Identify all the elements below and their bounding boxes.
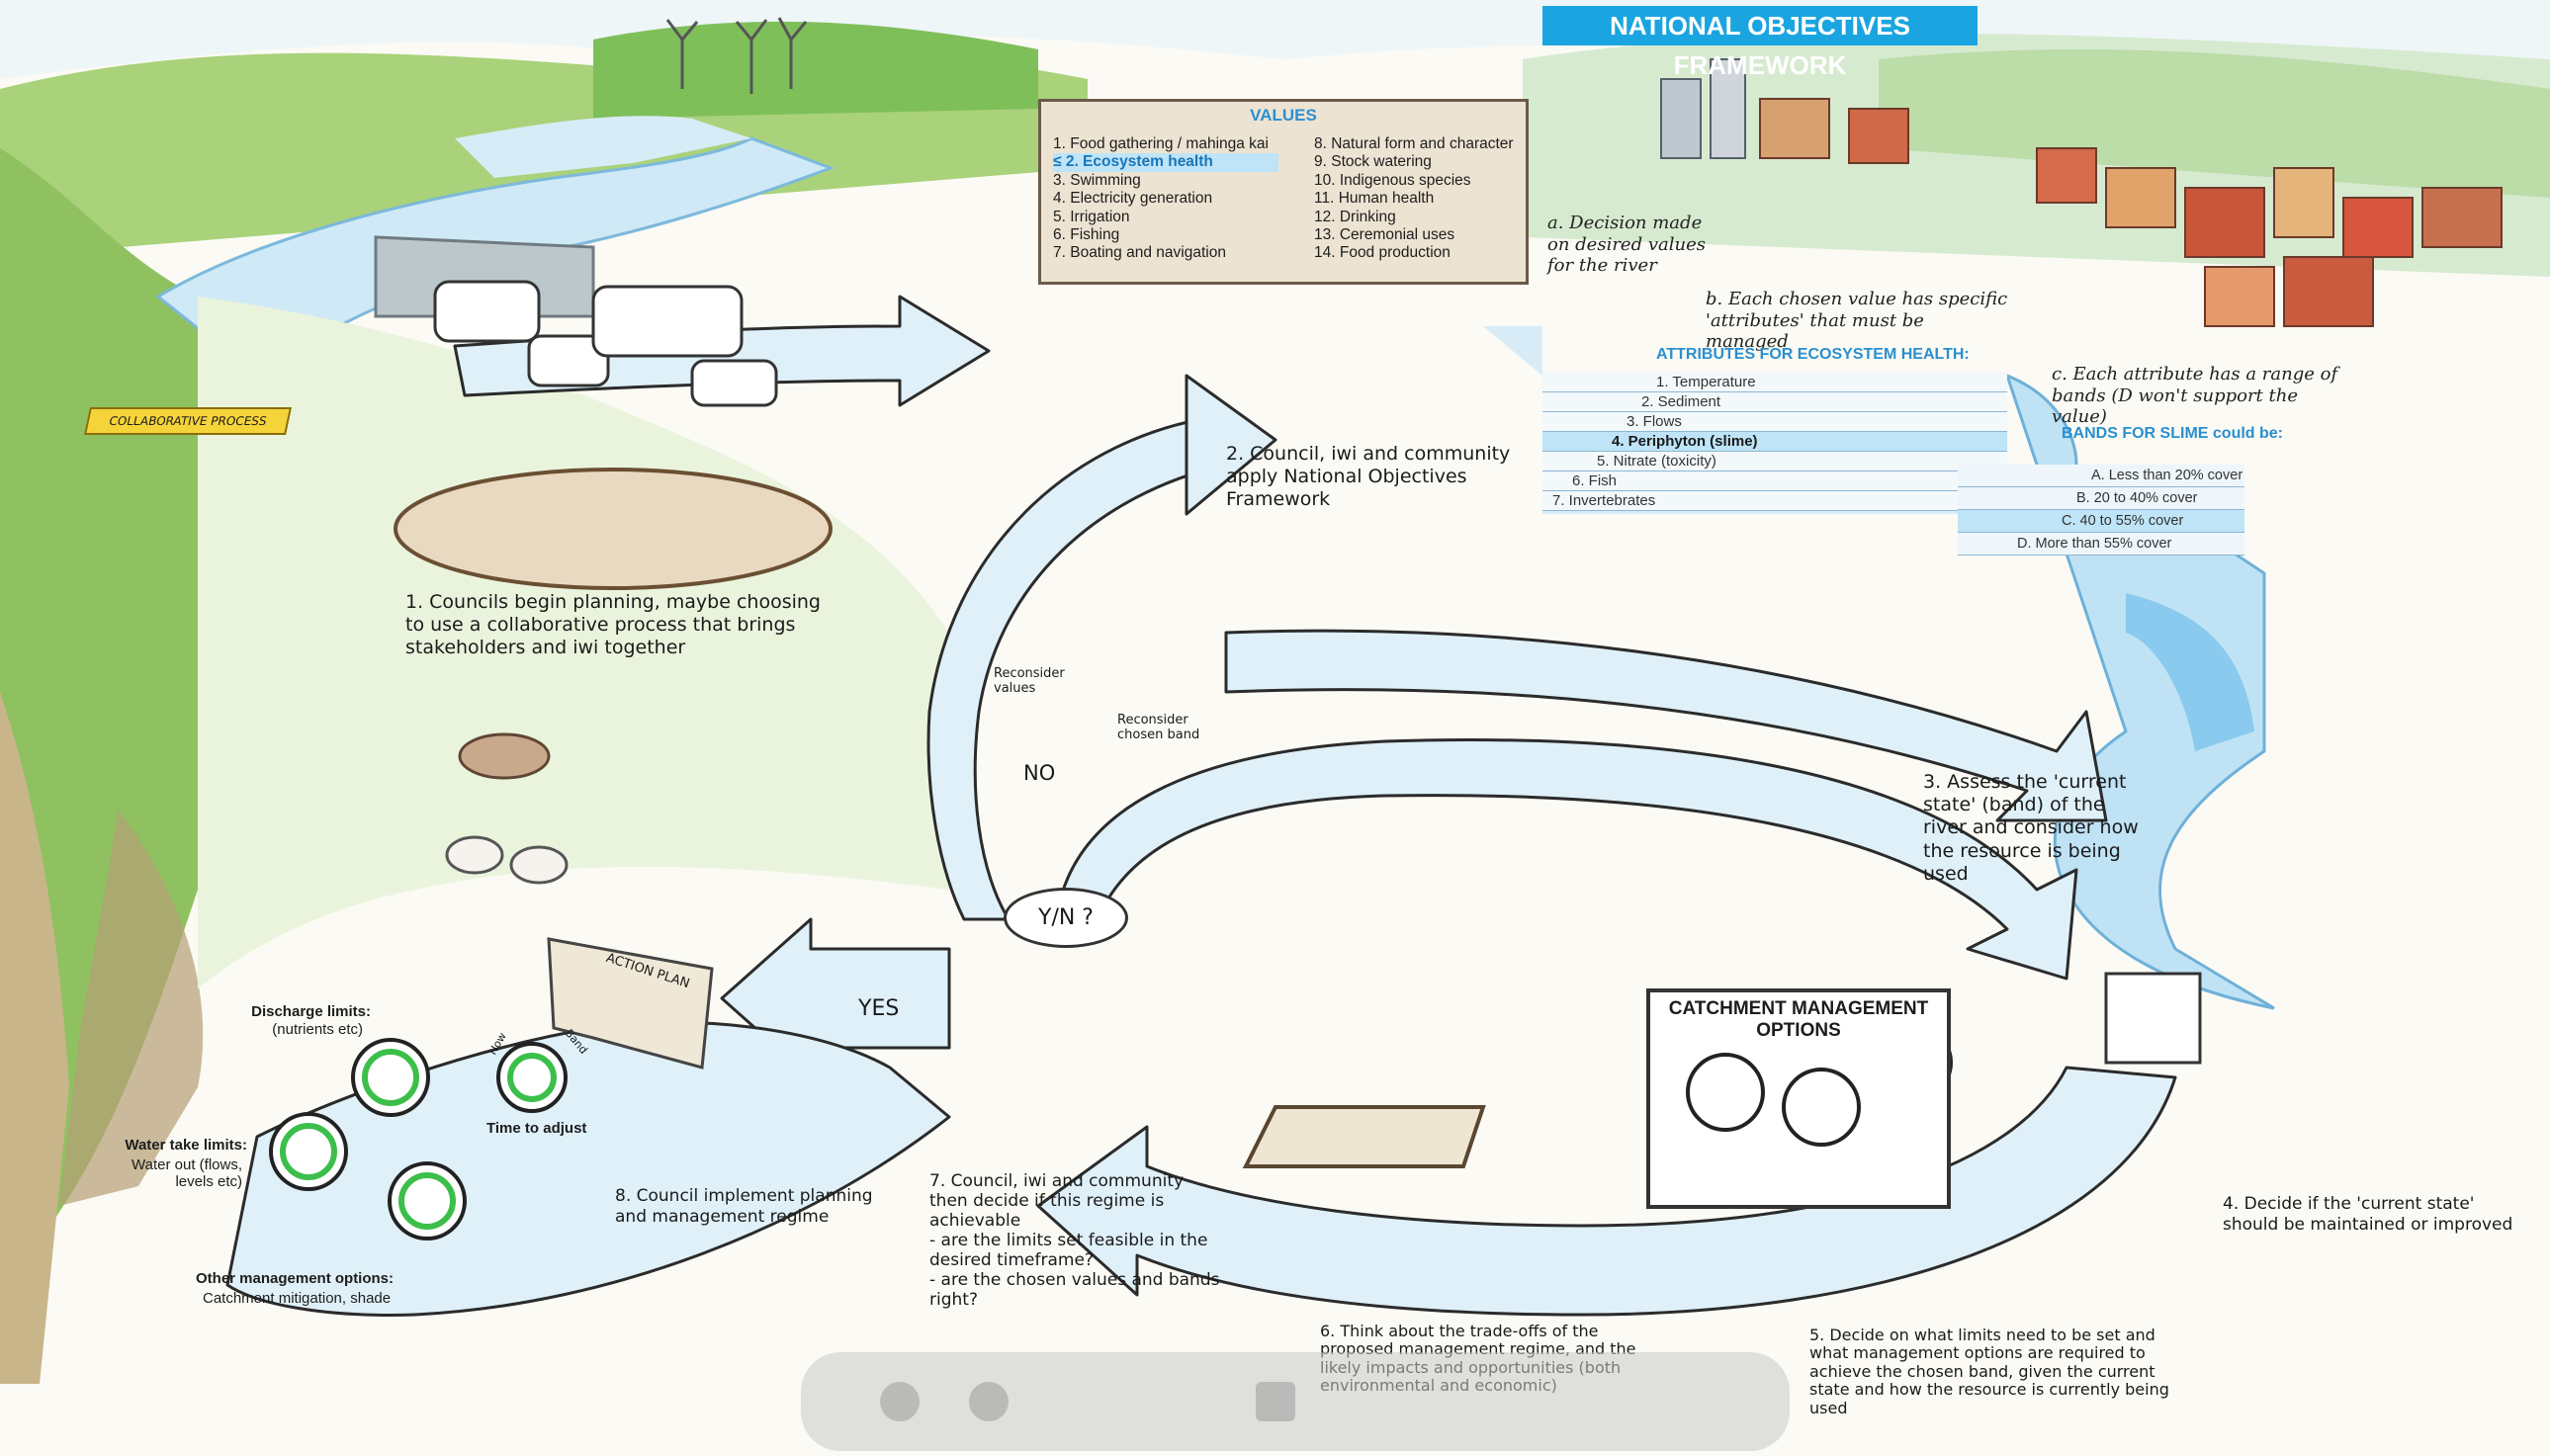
value-item: 10. Indigenous species xyxy=(1314,171,1471,189)
value-item: 5. Irrigation xyxy=(1053,208,1130,225)
value-item: 12. Drinking xyxy=(1314,208,1396,225)
reconsider-band-label: Reconsider chosen band xyxy=(1117,713,1200,742)
value-marker: ≤ xyxy=(1053,153,1062,171)
attribute-row: 3. Flows xyxy=(1542,412,2007,432)
values-list-right: 8. Natural form and character 9. Stock w… xyxy=(1314,135,1517,263)
value-item: 1. Food gathering / mahinga kai xyxy=(1053,135,1269,152)
yes-label: YES xyxy=(858,996,900,1021)
step-5: 5. Decide on what limits need to be set … xyxy=(1809,1326,2169,1417)
step-2: 2. Council, iwi and community apply Nati… xyxy=(1226,443,1511,511)
attribute-row: 5. Nitrate (toxicity) xyxy=(1542,452,2007,471)
value-item: 9. Stock watering xyxy=(1314,153,1432,171)
value-item: 6. Fishing xyxy=(1053,226,1120,244)
water-take-limits-sub: Water out (flows, levels etc) xyxy=(132,1156,242,1191)
value-item: 4. Electricity generation xyxy=(1053,190,1213,208)
values-list-left: 1. Food gathering / mahinga kai ≤ 2. Eco… xyxy=(1053,135,1278,263)
step-8: 8. Council implement planning and manage… xyxy=(615,1186,873,1227)
step-1: 1. Councils begin planning, maybe choosi… xyxy=(405,591,821,659)
other-options-sub: Catchment mitigation, shade xyxy=(203,1290,392,1307)
attribute-row: 7. Invertebrates xyxy=(1542,491,2007,511)
attributes-list: 1. Temperature 2. Sediment 3. Flows 4. P… xyxy=(1542,373,2007,511)
value-item: 8. Natural form and character xyxy=(1314,135,1514,152)
attribute-row: 2. Sediment xyxy=(1542,392,2007,412)
attributes-title: ATTRIBUTES FOR ECOSYSTEM HEALTH: xyxy=(1656,346,1970,363)
framework-title-banner: NATIONAL OBJECTIVES FRAMEWORK xyxy=(1542,6,1978,80)
other-options-title: Other management options: xyxy=(196,1270,395,1287)
value-item: 7. Boating and navigation xyxy=(1053,244,1226,262)
note-c: c. Each attribute has a range of bands (… xyxy=(2052,364,2338,428)
bands-list: A. Less than 20% cover B. 20 to 40% cove… xyxy=(1958,465,2244,556)
value-item: 11. Human health xyxy=(1314,190,1435,208)
viewer-toolbar xyxy=(801,1352,1790,1451)
collaborative-process-sign: COLLABORATIVE PROCESS xyxy=(84,407,292,435)
no-label: NO xyxy=(1023,761,1056,785)
discharge-limits-sub: (nutrients etc) xyxy=(272,1021,363,1038)
attribute-row-selected: 4. Periphyton (slime) xyxy=(1542,432,2007,452)
note-a: a. Decision made on desired values for t… xyxy=(1547,213,1706,277)
value-item: 14. Food production xyxy=(1314,244,1451,262)
band-row: B. 20 to 40% cover xyxy=(1958,487,2244,510)
step-3: 3. Assess the 'current state' (band) of … xyxy=(1923,771,2139,885)
value-item-selected: ≤ 2. Ecosystem health xyxy=(1053,153,1278,172)
step-7: 7. Council, iwi and community then decid… xyxy=(929,1171,1220,1311)
water-take-limits-title: Water take limits: xyxy=(125,1137,247,1154)
band-row: A. Less than 20% cover xyxy=(1958,465,2244,487)
catchment-options-title: CATCHMENT MANAGEMENT OPTIONS xyxy=(1668,998,1929,1041)
toolbar-button[interactable] xyxy=(880,1382,920,1421)
note-b: b. Each chosen value has specific 'attri… xyxy=(1706,289,2008,353)
toolbar-button[interactable] xyxy=(969,1382,1009,1421)
band-row: D. More than 55% cover xyxy=(1958,533,2244,556)
values-title: VALUES xyxy=(1250,106,1317,125)
bands-title: BANDS FOR SLIME could be: xyxy=(2062,425,2283,442)
values-panel: VALUES 1. Food gathering / mahinga kai ≤… xyxy=(1038,99,1529,285)
value-item: 13. Ceremonial uses xyxy=(1314,226,1455,244)
attribute-row: 6. Fish xyxy=(1542,471,2007,491)
toolbar-button[interactable] xyxy=(1256,1382,1295,1421)
value-item: 3. Swimming xyxy=(1053,171,1141,189)
catchment-dials xyxy=(1686,1053,1861,1147)
time-to-adjust-label: Time to adjust xyxy=(486,1120,587,1137)
value-item-label: 2. Ecosystem health xyxy=(1065,153,1213,171)
band-row-selected: C. 40 to 55% cover xyxy=(1958,510,2244,533)
attribute-row: 1. Temperature xyxy=(1542,373,2007,392)
reconsider-values-label: Reconsider values xyxy=(994,666,1065,696)
discharge-limits-title: Discharge limits: xyxy=(251,1003,371,1020)
yn-speech-bubble: Y/N ? xyxy=(1004,888,1128,948)
step-4: 4. Decide if the 'current state' should … xyxy=(2223,1194,2513,1235)
